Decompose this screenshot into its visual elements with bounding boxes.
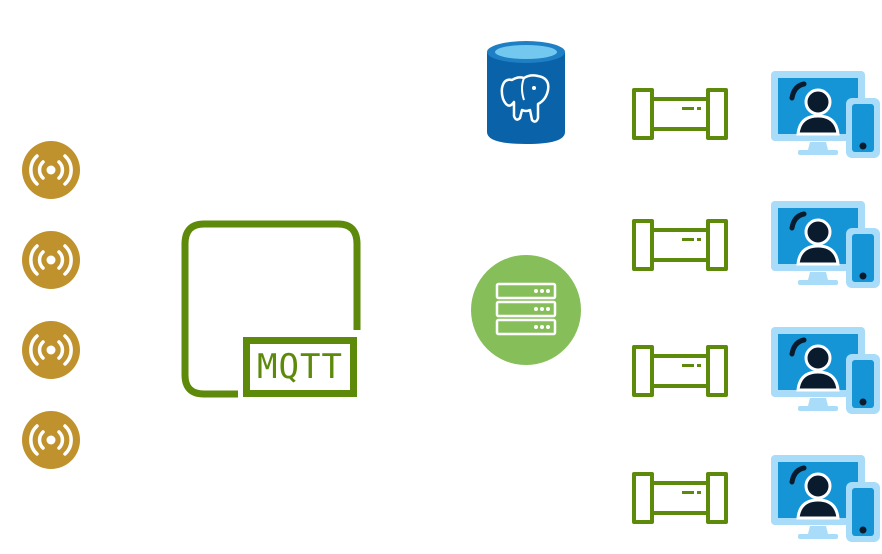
desktop-mobile-user-icon	[771, 327, 880, 414]
pipe-2	[632, 218, 728, 272]
mqtt-broker-icon	[181, 220, 361, 398]
pipe-connector-icon	[632, 345, 728, 397]
sensor-broadcast-icon	[22, 141, 80, 199]
client-4	[770, 454, 882, 544]
client-3	[770, 326, 882, 416]
mqtt-label: MQTT	[257, 347, 343, 387]
server-rack-icon	[471, 255, 581, 365]
mqtt-broker: MQTT	[180, 220, 362, 400]
server	[470, 254, 582, 366]
postgresql-database-icon	[487, 41, 565, 144]
sensor-broadcast-icon	[22, 231, 80, 289]
pipe-3	[632, 344, 728, 398]
sensor-3	[21, 320, 81, 380]
pipe-1	[632, 87, 728, 141]
pipe-4	[632, 471, 728, 525]
pipe-connector-icon	[632, 219, 728, 271]
sensor-broadcast-icon	[22, 321, 80, 379]
sensor-4	[21, 410, 81, 470]
client-1	[770, 70, 882, 160]
sensor-broadcast-icon	[22, 411, 80, 469]
desktop-mobile-user-icon	[771, 201, 880, 288]
sensor-1	[21, 140, 81, 200]
sensor-2	[21, 230, 81, 290]
client-2	[770, 200, 882, 290]
pipe-connector-icon	[632, 472, 728, 524]
desktop-mobile-user-icon	[771, 455, 880, 542]
pipe-connector-icon	[632, 88, 728, 140]
desktop-mobile-user-icon	[771, 71, 880, 158]
postgresql-database	[484, 38, 568, 146]
